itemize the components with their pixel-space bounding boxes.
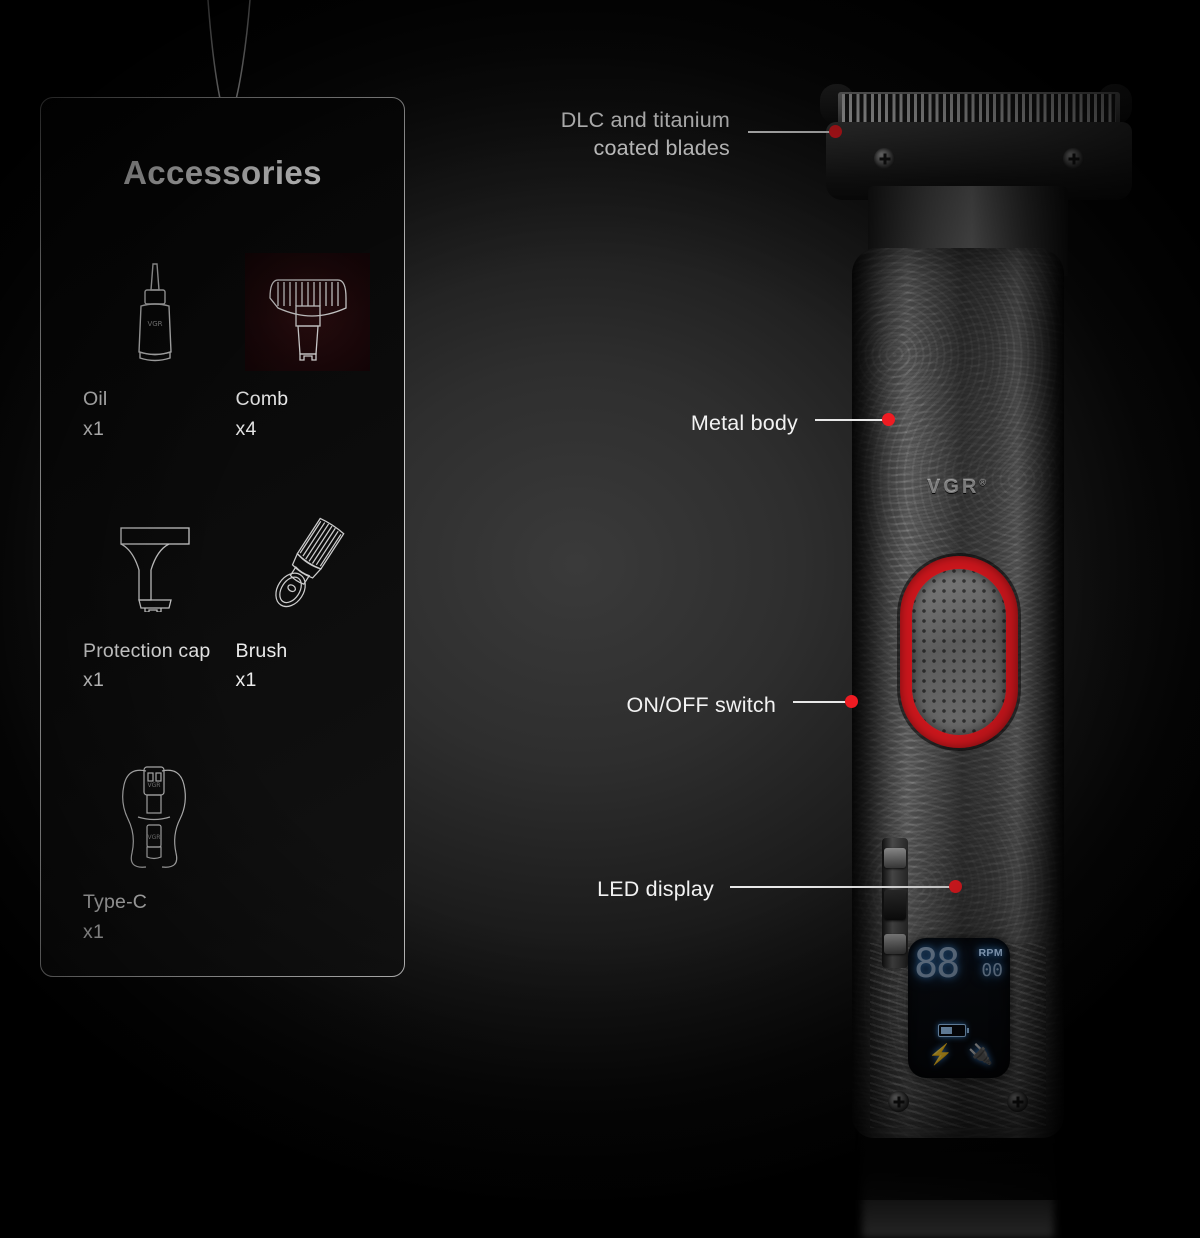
accessory-item-protection-cap: Protection cap x1 <box>83 505 228 697</box>
accessory-item-type-c: VGR VGR Type-C x1 <box>83 756 228 948</box>
product-reflection <box>862 1098 1054 1238</box>
accessories-grid: VGR Oil x1 <box>83 253 380 948</box>
protection-cap-icon <box>93 505 218 623</box>
callout-led-display-leader-line <box>730 886 952 888</box>
callout-metal-body: Metal body <box>560 409 798 437</box>
accessory-item-brush: Brush x1 <box>236 505 381 697</box>
led-rpm-label: RPM <box>978 947 1003 959</box>
callout-blades-dot <box>829 125 842 138</box>
led-segment-digits: 88 <box>914 941 960 987</box>
accessory-item-oil: VGR Oil x1 <box>83 253 228 445</box>
switch-ridge-top <box>884 848 906 868</box>
svg-text:VGR: VGR <box>148 782 161 789</box>
power-switch[interactable] <box>882 838 908 968</box>
brand-registered-mark: ® <box>979 477 989 488</box>
base-screw-right <box>1007 1091 1028 1112</box>
accessory-qty: x4 <box>235 417 257 440</box>
accessory-label: Type-C <box>83 891 148 914</box>
blade-head <box>820 78 1132 276</box>
battery-icon <box>938 1024 969 1037</box>
callout-blades-leader-line <box>748 131 832 133</box>
brand-logo-text: VGR <box>927 476 980 498</box>
panel-title: Accessories <box>123 154 322 191</box>
textured-grip-pad <box>912 569 1006 735</box>
accessory-qty: x1 <box>83 921 104 944</box>
accessory-label: Protection cap <box>83 639 211 662</box>
product-image-trimmer: VGR® 88 RPM 00 ⚡ 🔌 <box>810 78 1140 1238</box>
callout-led-display: LED display <box>490 875 714 903</box>
callout-metal-body-dot <box>882 413 895 426</box>
callout-onoff-switch: ON/OFF switch <box>500 691 776 719</box>
callout-blades-line2: coated blades <box>593 136 730 161</box>
power-plug-icon: 🔌 <box>968 1044 993 1066</box>
accessory-item-comb: Comb x4 <box>236 253 381 445</box>
oil-bottle-icon: VGR <box>93 253 218 371</box>
led-display-screen: 88 RPM 00 ⚡ 🔌 <box>908 938 1010 1078</box>
svg-text:VGR: VGR <box>148 320 163 328</box>
led-rpm-value: 00 <box>981 960 1003 981</box>
trimmer-metal-body: VGR® 88 RPM 00 ⚡ 🔌 <box>852 248 1064 1138</box>
cleaning-brush-icon <box>245 505 370 623</box>
accessory-label: Brush <box>235 639 288 662</box>
callout-onoff-switch-dot <box>845 695 858 708</box>
callout-blades: DLC and titanium coated blades <box>440 106 730 163</box>
red-accent-ring <box>900 556 1018 748</box>
switch-thumb[interactable] <box>884 890 906 920</box>
callout-metal-body-line1: Metal body <box>690 411 798 435</box>
callout-onoff-switch-line1: ON/OFF switch <box>626 693 776 717</box>
brand-logo: VGR® <box>852 476 1064 499</box>
callout-blades-line1: DLC and titanium <box>560 108 730 132</box>
svg-text:VGR: VGR <box>148 834 161 841</box>
blade-screw-right <box>1063 148 1084 169</box>
accessories-panel: Accessories VGR Oil x1 <box>40 97 405 977</box>
switch-ridge-bottom <box>884 934 906 954</box>
callout-onoff-switch-leader-line <box>793 701 848 703</box>
base-screw-left <box>888 1091 909 1112</box>
accessory-label: Comb <box>235 388 289 410</box>
callout-led-display-line1: LED display <box>597 877 714 901</box>
callout-led-display-dot <box>949 880 962 893</box>
charging-bolt-icon: ⚡ <box>928 1044 953 1066</box>
infographic-canvas: Accessories VGR Oil x1 <box>0 0 1200 1200</box>
guide-comb-icon <box>245 253 371 371</box>
accessory-qty: x1 <box>83 669 104 692</box>
type-c-cable-icon: VGR VGR <box>93 756 218 874</box>
accessory-qty: x1 <box>83 417 104 440</box>
callout-metal-body-leader-line <box>815 419 885 421</box>
accessory-qty: x1 <box>235 669 257 692</box>
accessory-label: Oil <box>83 388 108 410</box>
blade-screw-left <box>874 148 895 169</box>
